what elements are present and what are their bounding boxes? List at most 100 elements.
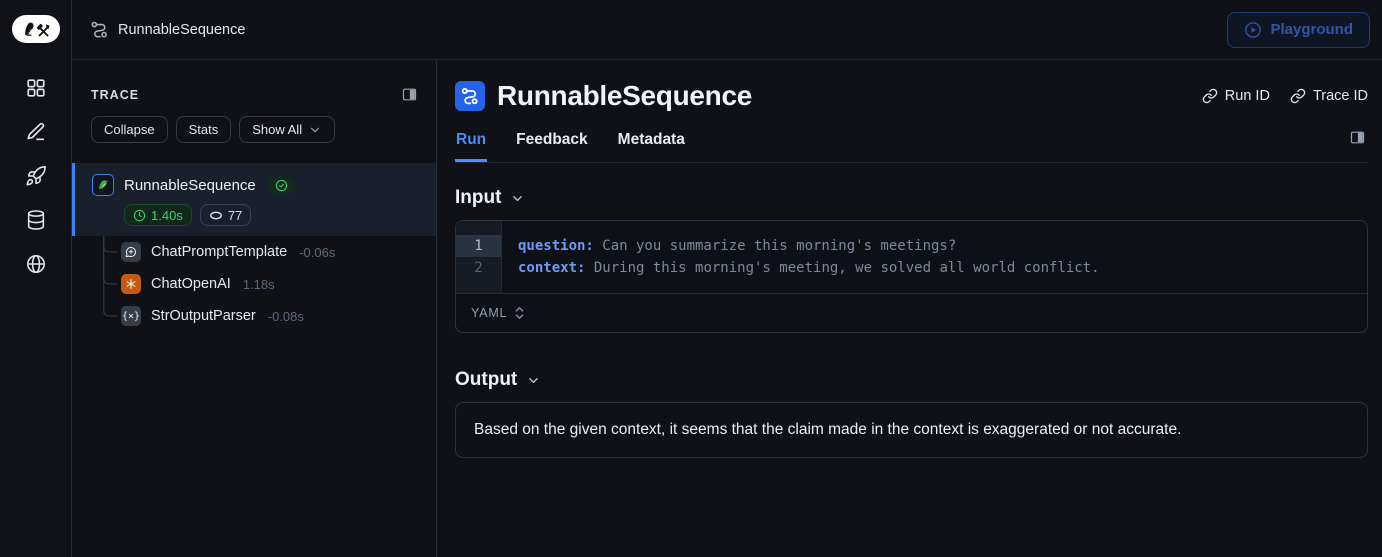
child-run-name: ChatOpenAI <box>151 276 231 292</box>
up-down-chevrons-icon <box>514 306 525 320</box>
format-selected-value: YAML <box>471 306 508 320</box>
yaml-value: Can you summarize this morning's meeting… <box>593 238 957 254</box>
nav-rail <box>0 0 72 557</box>
breadcrumb-label: RunnableSequence <box>118 21 246 38</box>
play-circle-icon <box>1245 21 1262 38</box>
code-line: question: Can you summarize this morning… <box>518 235 1351 257</box>
yaml-value: During this morning's meeting, we solved… <box>585 260 1100 276</box>
stats-label: Stats <box>188 122 219 137</box>
tab-run[interactable]: Run <box>455 125 488 162</box>
trace-panel-header: TRACE <box>72 84 436 105</box>
chevron-down-icon <box>510 191 525 206</box>
toggle-side-panel-button[interactable] <box>1347 127 1368 148</box>
stats-button[interactable]: Stats <box>175 116 232 143</box>
trace-row-str-output-parser[interactable]: {×} StrOutputParser -0.08s <box>103 300 436 332</box>
code-line: context: During this morning's meeting, … <box>518 257 1351 279</box>
child-run-duration: -0.08s <box>267 308 304 324</box>
line-number-gutter: 1 2 <box>456 221 502 293</box>
braces-icon: {×} <box>121 306 141 326</box>
run-detail-panel: RunnableSequence Run ID Trace ID Run <box>437 60 1382 557</box>
rocket-icon <box>26 166 46 186</box>
tab-metadata[interactable]: Metadata <box>617 131 685 148</box>
nav-annotate-button[interactable] <box>22 118 50 146</box>
sequence-route-icon-blue <box>455 81 485 111</box>
playground-button[interactable]: Playground <box>1227 11 1370 48</box>
root-run-name: RunnableSequence <box>124 176 256 194</box>
token-count-value: 77 <box>227 207 243 223</box>
child-run-name: StrOutputParser <box>151 308 256 324</box>
nav-dashboard-button[interactable] <box>22 74 50 102</box>
yaml-key: context: <box>518 260 586 276</box>
token-count-badge: 77 <box>199 204 252 226</box>
page-title: RunnableSequence <box>497 80 753 111</box>
link-icon <box>1202 88 1218 104</box>
yaml-code-viewer[interactable]: 1 2 question: Can you summarize this mor… <box>456 221 1367 293</box>
output-text: Based on the given context, it seems tha… <box>474 421 1182 438</box>
id-links: Run ID Trace ID <box>1202 88 1368 104</box>
nav-hub-button[interactable] <box>22 250 50 278</box>
link-icon <box>1290 88 1306 104</box>
pencil-edit-icon <box>26 122 44 141</box>
trace-id-label: Trace ID <box>1312 88 1368 104</box>
chevron-down-icon <box>308 123 322 137</box>
nav-deployments-button[interactable] <box>22 162 50 190</box>
playground-label: Playground <box>1270 21 1353 38</box>
line-number: 1 <box>456 235 501 257</box>
trace-panel: TRACE Collapse Stats Show All <box>72 60 437 557</box>
child-run-duration: 1.18s <box>242 276 275 292</box>
apps-grid-icon <box>26 79 45 97</box>
output-section-header[interactable]: Output <box>455 369 1368 391</box>
parrot-and-tools-icon <box>24 22 49 37</box>
trace-row-runnable-sequence[interactable]: RunnableSequence 1.40s <box>72 163 436 236</box>
format-selector[interactable]: YAML <box>456 293 1367 332</box>
rail-icon-list <box>22 74 50 278</box>
right-region: RunnableSequence Playground TRACE Collap… <box>72 0 1382 557</box>
run-id-link[interactable]: Run ID <box>1202 88 1270 104</box>
clock-icon <box>133 209 146 221</box>
input-section-header[interactable]: Input <box>455 187 1368 209</box>
trace-panel-title: TRACE <box>91 87 140 102</box>
content: TRACE Collapse Stats Show All <box>72 60 1382 557</box>
run-title-row: RunnableSequence Run ID Trace ID <box>455 80 1368 112</box>
duration-value: 1.40s <box>151 207 183 223</box>
child-run-duration: -0.06s <box>299 244 336 260</box>
trace-row-chat-openai[interactable]: ChatOpenAI 1.18s <box>103 268 436 300</box>
globe-icon <box>26 254 45 274</box>
success-status-badge <box>267 176 295 194</box>
trace-tree: RunnableSequence 1.40s <box>72 163 436 332</box>
line-number: 2 <box>474 260 483 276</box>
split-panel-icon <box>1350 131 1365 144</box>
show-all-label: Show All <box>252 122 303 137</box>
duration-badge: 1.40s <box>124 204 192 226</box>
split-panel-icon <box>402 88 417 101</box>
chevron-down-icon <box>526 373 541 388</box>
trace-actions: Collapse Stats Show All <box>72 116 436 143</box>
breadcrumb[interactable]: RunnableSequence <box>90 20 245 39</box>
code-lines: question: Can you summarize this morning… <box>502 221 1367 293</box>
root-row-badges: 1.40s 77 <box>124 204 424 226</box>
openai-logo-icon <box>121 274 141 294</box>
yaml-key: question: <box>518 238 594 254</box>
show-all-dropdown[interactable]: Show All <box>239 116 336 143</box>
message-plus-icon <box>121 242 141 262</box>
token-oval-icon <box>209 211 222 219</box>
trace-children: ChatPromptTemplate -0.06s ChatOpenAI 1.1… <box>103 236 436 332</box>
database-icon <box>27 210 44 230</box>
trace-id-link[interactable]: Trace ID <box>1290 88 1368 104</box>
tab-feedback[interactable]: Feedback <box>516 131 588 148</box>
run-id-label: Run ID <box>1224 88 1270 104</box>
collapse-button[interactable]: Collapse <box>91 116 168 143</box>
input-section-title: Input <box>455 187 502 208</box>
collapse-trace-panel-button[interactable] <box>399 84 420 105</box>
nav-datasets-button[interactable] <box>22 206 50 234</box>
tree-connector-lines <box>103 236 117 317</box>
langsmith-logo[interactable] <box>11 15 60 43</box>
output-text-box: Based on the given context, it seems tha… <box>455 402 1368 458</box>
child-run-name: ChatPromptTemplate <box>151 244 288 260</box>
sequence-route-icon <box>90 20 109 39</box>
root-row-main-line: RunnableSequence <box>92 174 424 196</box>
tab-bar: Run Feedback Metadata <box>455 125 1368 163</box>
trace-row-chat-prompt-template[interactable]: ChatPromptTemplate -0.06s <box>103 236 436 268</box>
parrot-icon <box>92 174 114 196</box>
